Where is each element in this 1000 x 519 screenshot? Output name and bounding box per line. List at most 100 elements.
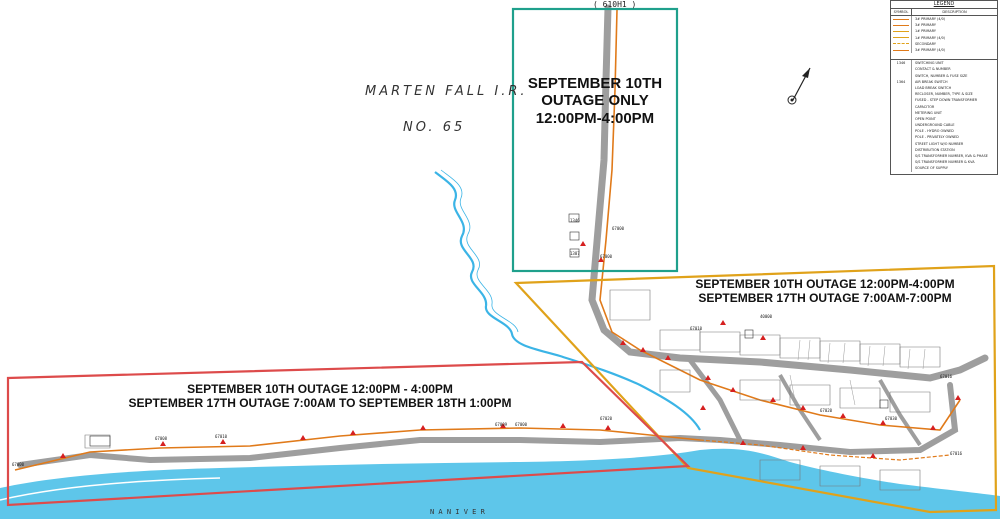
building-marks (89, 213, 889, 447)
legend-symbol (891, 84, 912, 92)
legend-description: METERING UNIT (915, 110, 942, 115)
side-road-3 (878, 379, 922, 447)
street-grid-lines (789, 339, 926, 406)
legend-line-icon (893, 49, 909, 51)
legend-header: SYMBOL DESCRIPTION (891, 9, 997, 16)
side-road (688, 358, 743, 442)
svg-text:67020: 67020 (600, 416, 613, 421)
svg-text:1346: 1346 (570, 218, 580, 223)
legend-symbol (891, 115, 912, 122)
legend-row: 3# PRIMARY (4/0) (891, 46, 997, 54)
svg-text:67020: 67020 (820, 408, 833, 413)
pole-markers (60, 241, 961, 458)
legend-row: SECONDARY (891, 40, 997, 47)
legend-row: LOAD BREAK SWITCH (891, 84, 997, 92)
legend-symbol: 1364 (891, 78, 912, 85)
power-line-east (639, 349, 961, 431)
power-line-east-2 (699, 439, 951, 461)
legend-row: STREET LIGHT W/O NUMBER (891, 140, 997, 147)
legend-symbol (891, 97, 912, 104)
legend-col-symbol: SYMBOL (891, 9, 912, 15)
legend-symbol (891, 134, 912, 141)
legend-description: 1# PRIMARY (4/0) (915, 35, 946, 40)
north-zone-line3: 12:00PM-4:00PM (535, 109, 655, 127)
svg-text:67000: 67000 (12, 462, 25, 467)
legend-description: 1# PRIMARY (915, 29, 936, 34)
west-zone-line2: SEPTEMBER 17TH OUTAGE 7:00AM TO SEPTEMBE… (128, 395, 512, 410)
legend-row: DISTRIBUTION STATION (891, 146, 997, 153)
legend-description: S/S TRANSFORMER NUMBER, KVA & PHASE (915, 154, 988, 159)
legend-symbol (891, 22, 912, 29)
river-shore-inner (0, 477, 221, 501)
legend-row: 3# PRIMARY (891, 22, 997, 29)
legend-symbol (891, 159, 912, 166)
legend-description: SECONDARY (915, 41, 936, 46)
svg-text:67016: 67016 (940, 374, 953, 379)
main-road (588, 4, 989, 382)
legend-symbol (891, 34, 912, 41)
legend-row: POLE - PRIVATELY OWNED (891, 134, 997, 141)
west-zone-label: SEPTEMBER 10TH OUTAGE 12:00PM - 4:00PM S… (60, 382, 580, 411)
power-line-north (599, 9, 641, 351)
svg-text:67030: 67030 (885, 416, 898, 421)
creek-bank (440, 169, 519, 333)
legend-line-icon (893, 43, 909, 45)
legend-description: POLE - PRIVATELY OWNED (915, 135, 959, 140)
legend-symbol (891, 46, 912, 54)
legend-divider (891, 53, 997, 61)
legend-description: RECLOSER, NUMBER, TYPE & SIZE (915, 92, 973, 97)
east-zone-line1: SEPTEMBER 10TH OUTAGE 12:00PM-4:00PM (695, 277, 955, 291)
legend-description: STREET LIGHT W/O NUMBER (915, 141, 964, 146)
svg-text:67000: 67000 (612, 226, 625, 231)
svg-text:67008: 67008 (155, 436, 168, 441)
legend-description: POLE - HYDRO OWNED (915, 129, 954, 134)
device-labels: 67000 67000 67010 40000 67020 67030 67016 67… (12, 218, 963, 467)
legend-row: OPEN POINT (891, 115, 997, 122)
legend-symbol (891, 28, 912, 35)
north-zone-label: SEPTEMBER 10TH OUTAGE ONLY 12:00PM-4:00P… (513, 75, 677, 127)
legend-description: S/S TRANSFORMER NUMBER & KVA (915, 160, 975, 165)
legend-description: 3# PRIMARY (4/0) (915, 17, 946, 22)
north-arrow-icon (787, 67, 811, 105)
place-name-line2: NO. 65 (403, 120, 466, 135)
legend-symbol (891, 122, 912, 129)
legend-row: FUSED - STEP DOWN TRANSFORMER (891, 97, 997, 104)
legend-description: SWITCH, NUMBER & FUSE SIZE (915, 73, 968, 78)
legend-description: 3# PRIMARY (4/0) (915, 48, 946, 53)
legend-row: S/S TRANSFORMER NUMBER, KVA & PHASE (891, 152, 997, 160)
svg-text:40000: 40000 (760, 314, 773, 319)
legend-line-icon (893, 30, 909, 32)
legend-row: S/S TRANSFORMER NUMBER & KVA (891, 159, 997, 166)
east-zone-label: SEPTEMBER 10TH OUTAGE 12:00PM-4:00PM SEP… (660, 277, 990, 306)
legend-symbol (891, 109, 912, 116)
legend-description: FUSED - STEP DOWN TRANSFORMER (915, 98, 978, 103)
legend-symbol (891, 40, 912, 47)
legend-line-icon (893, 18, 909, 20)
legend-symbol-text: 1346 (896, 61, 906, 66)
legend-row: POLE - HYDRO OWNED (891, 128, 997, 135)
creek (434, 171, 701, 431)
svg-text:67009: 67009 (495, 422, 508, 427)
legend-description: LOAD BREAK SWITCH (915, 85, 952, 90)
legend-row: RECLOSER, NUMBER, TYPE & SIZE (891, 91, 997, 98)
legend-symbol (891, 72, 912, 79)
map-legend: LEGEND SYMBOL DESCRIPTION 3# PRIMARY (4/… (890, 0, 998, 175)
legend-line-icon (893, 37, 909, 39)
legend-description: DISTRIBUTION STATION (915, 147, 955, 152)
legend-description: SWITCHING UNIT (915, 61, 944, 66)
legend-symbol (891, 91, 912, 98)
svg-text:67010: 67010 (215, 434, 228, 439)
legend-col-description: DESCRIPTION (942, 10, 967, 14)
north-zone-line1: SEPTEMBER 10TH (527, 75, 663, 92)
legend-description: UNDERGROUND CABLE (915, 123, 955, 128)
legend-description: OPEN POINT (915, 116, 936, 121)
legend-row: SOURCE OF SUPPLY (891, 165, 997, 172)
legend-title: LEGEND (891, 1, 997, 9)
legend-row: CONTACT & NUMBER (891, 66, 997, 73)
legend-row: 1# PRIMARY (4/0) (891, 34, 997, 41)
legend-symbol: 1346 (891, 60, 912, 67)
